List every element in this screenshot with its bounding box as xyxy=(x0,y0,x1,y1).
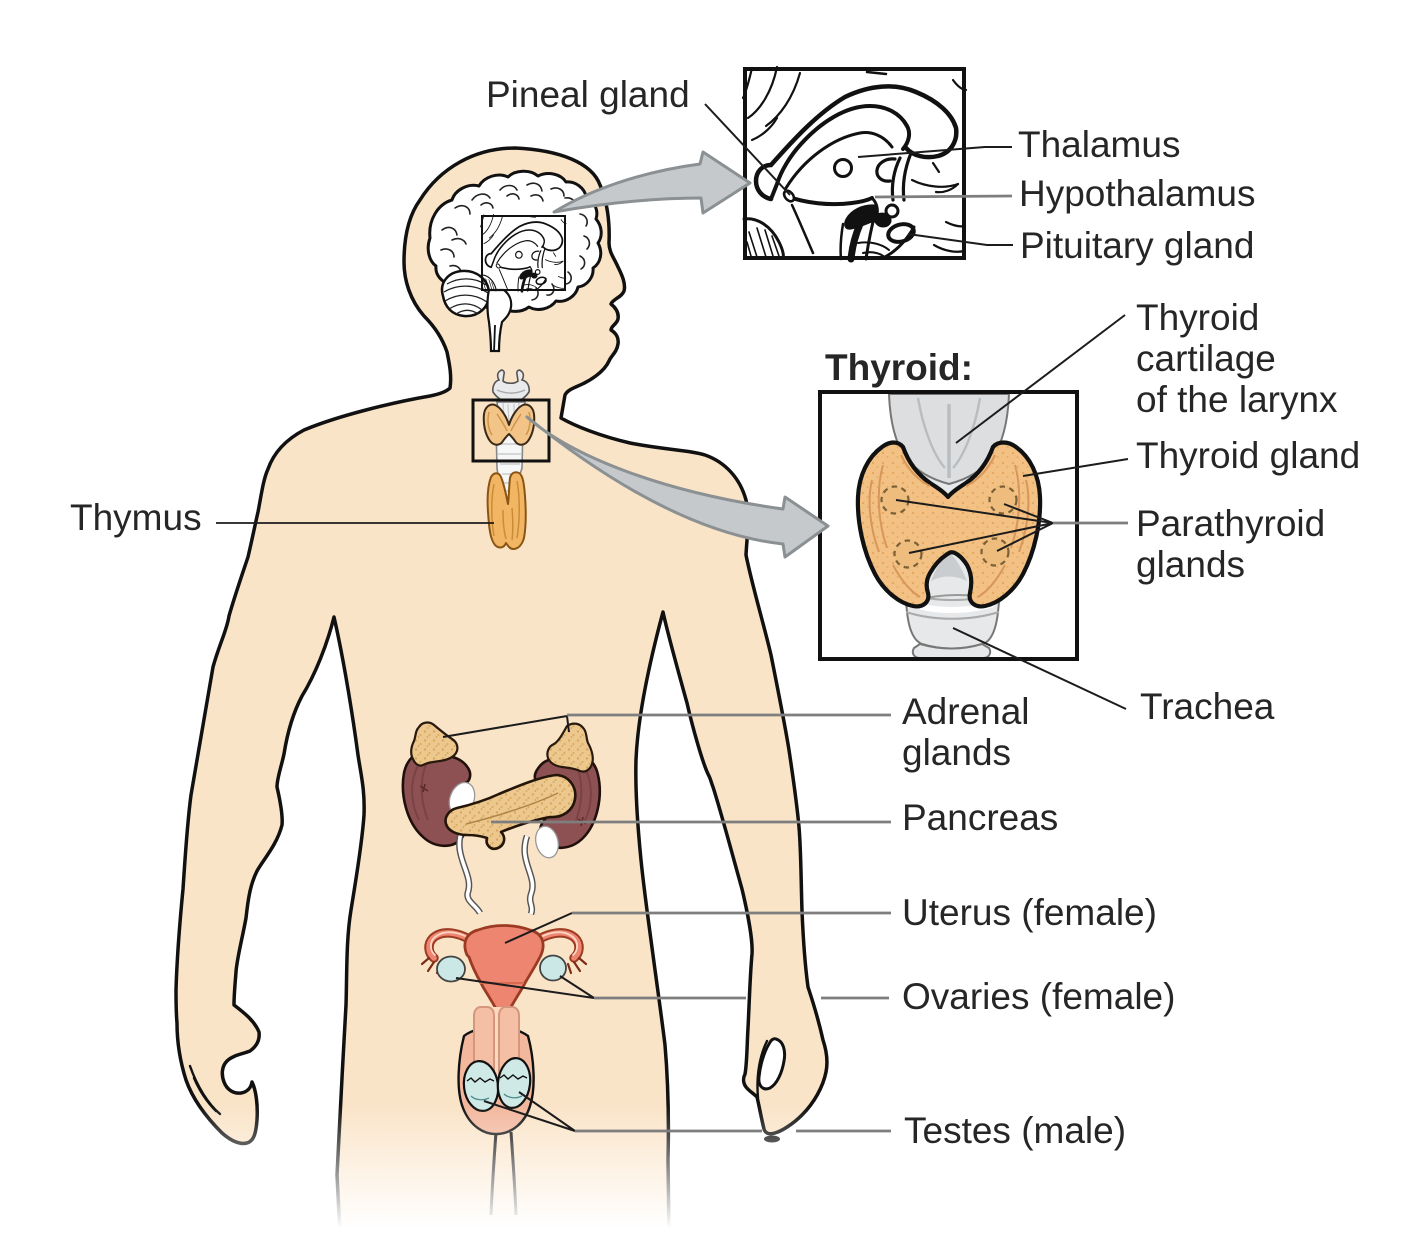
svg-text:Pineal gland: Pineal gland xyxy=(486,74,690,115)
svg-text:of the larynx: of the larynx xyxy=(1136,379,1338,420)
svg-text:Testes (male): Testes (male) xyxy=(904,1110,1126,1151)
svg-text:Hypothalamus: Hypothalamus xyxy=(1019,173,1256,214)
svg-text:glands: glands xyxy=(1136,544,1245,585)
svg-text:Trachea: Trachea xyxy=(1140,686,1275,727)
svg-text:cartilage: cartilage xyxy=(1136,338,1276,379)
svg-text:Thalamus: Thalamus xyxy=(1018,124,1180,165)
svg-text:Pancreas: Pancreas xyxy=(902,797,1058,838)
svg-text:Parathyroid: Parathyroid xyxy=(1136,503,1325,544)
svg-text:Thyroid:: Thyroid: xyxy=(825,347,973,388)
svg-text:Pituitary gland: Pituitary gland xyxy=(1020,225,1254,266)
svg-text:Thyroid: Thyroid xyxy=(1136,297,1259,338)
svg-text:Uterus (female): Uterus (female) xyxy=(902,892,1157,933)
svg-text:Thyroid gland: Thyroid gland xyxy=(1136,435,1360,476)
svg-text:glands: glands xyxy=(902,732,1011,773)
svg-text:Adrenal: Adrenal xyxy=(902,691,1030,732)
svg-text:Thymus: Thymus xyxy=(70,497,202,538)
svg-text:Ovaries (female): Ovaries (female) xyxy=(902,976,1175,1017)
